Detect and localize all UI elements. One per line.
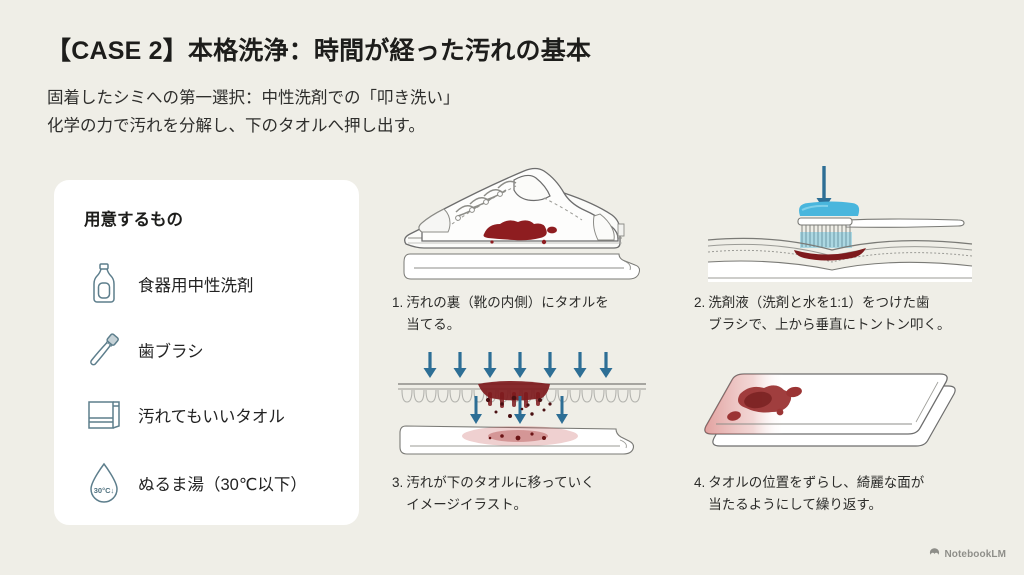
supply-item-label: 食器用中性洗剤 [138,277,254,295]
supply-item-warm-water: 30°C↓ ぬるま湯（30℃以下） [78,455,338,511]
watermark: NotebookLM [929,545,1006,563]
supply-item-label: 歯ブラシ [138,343,204,361]
panel-step-1: 1. 汚れの裏（靴の内側）にタオルを 当てる。 [392,158,674,336]
caption-line-1: 汚れが下のタオルに移っていく [406,475,595,490]
caption-line-2: イメージイラスト。 [406,497,527,512]
supply-item-towel: 汚れてもいいタオル [78,387,338,443]
water-drop-temp-text: 30°C↓ [94,486,115,495]
supplies-card: 用意するもの 食器用中性洗剤 歯ブラシ [54,180,359,525]
supply-item-detergent: 食器用中性洗剤 [78,256,338,312]
panel-caption-text: 洗剤液（洗剤と水を1:1）をつけた歯 ブラシで、上から垂直にトントン叩く。 [708,292,986,336]
subtitle-block: 固着したシミへの第一選択：中性洗剤での「叩き洗い」 化学の力で汚れを分解し、下の… [47,84,460,140]
caption-line-1: タオルの位置をずらし、綺麗な面が [708,475,925,490]
down-arrows-row [423,352,613,378]
supply-item-label: 汚れてもいいタオル [138,408,285,426]
page-title: 【CASE 2】本格洗浄：時間が経った汚れの基本 [46,37,592,65]
panel-number: 3. [392,475,404,490]
watermark-label: NotebookLM [944,548,1006,560]
panel-caption: 4. タオルの位置をずらし、綺麗な面が 当たるようにして繰り返す。 [694,472,986,516]
caption-line-2: ブラシで、上から垂直にトントン叩く。 [708,317,951,332]
panel-step-4: 4. タオルの位置をずらし、綺麗な面が 当たるようにして繰り返す。 [694,348,986,516]
caption-line-1: 洗剤液（洗剤と水を1:1）をつけた歯 [708,295,930,310]
supplies-card-title: 用意するもの [84,211,183,229]
panel-step-2: 2. 洗剤液（洗剤と水を1:1）をつけた歯 ブラシで、上から垂直にトントン叩く。 [694,158,986,336]
supply-item-label: ぬるま湯（30℃以下） [138,476,307,494]
panel-step-3: 3. 汚れが下のタオルに移っていく イメージイラスト。 [392,348,674,516]
panel-caption: 1. 汚れの裏（靴の内側）にタオルを 当てる。 [392,292,674,336]
panel-number: 4. [694,475,706,490]
caption-line-2: 当てる。 [406,317,461,332]
supply-item-toothbrush: 歯ブラシ [78,322,338,378]
panel-caption-text: 汚れの裏（靴の内側）にタオルを 当てる。 [406,292,674,336]
panel-caption-text: 汚れが下のタオルに移っていく イメージイラスト。 [406,472,674,516]
toothbrush-icon [78,329,130,371]
panel-number: 2. [694,295,706,310]
caption-line-1: 汚れの裏（靴の内側）にタオルを [406,295,609,310]
toothbrush-tapping-fabric [707,166,973,282]
detergent-bottle-icon [78,262,130,306]
subtitle-line-1: 固着したシミへの第一選択：中性洗剤での「叩き洗い」 [47,89,460,107]
caption-line-2: 当たるようにして繰り返す。 [708,497,883,512]
panel-number: 1. [392,295,404,310]
notebooklm-icon [929,545,940,563]
water-drop-icon: 30°C↓ [78,461,130,505]
towel-shift-clean-side [704,373,956,447]
subtitle-line-2: 化学の力で汚れを分解し、下のタオルへ押し出す。 [47,117,425,135]
panel-caption: 2. 洗剤液（洗剤と水を1:1）をつけた歯 ブラシで、上から垂直にトントン叩く。 [694,292,986,336]
panel-caption: 3. 汚れが下のタオルに移っていく イメージイラスト。 [392,472,674,516]
sneaker-with-stain-on-towel [403,167,640,280]
folded-towel-icon [78,396,130,434]
stain-transfer-diagram [398,352,646,455]
panel-caption-text: タオルの位置をずらし、綺麗な面が 当たるようにして繰り返す。 [708,472,986,516]
